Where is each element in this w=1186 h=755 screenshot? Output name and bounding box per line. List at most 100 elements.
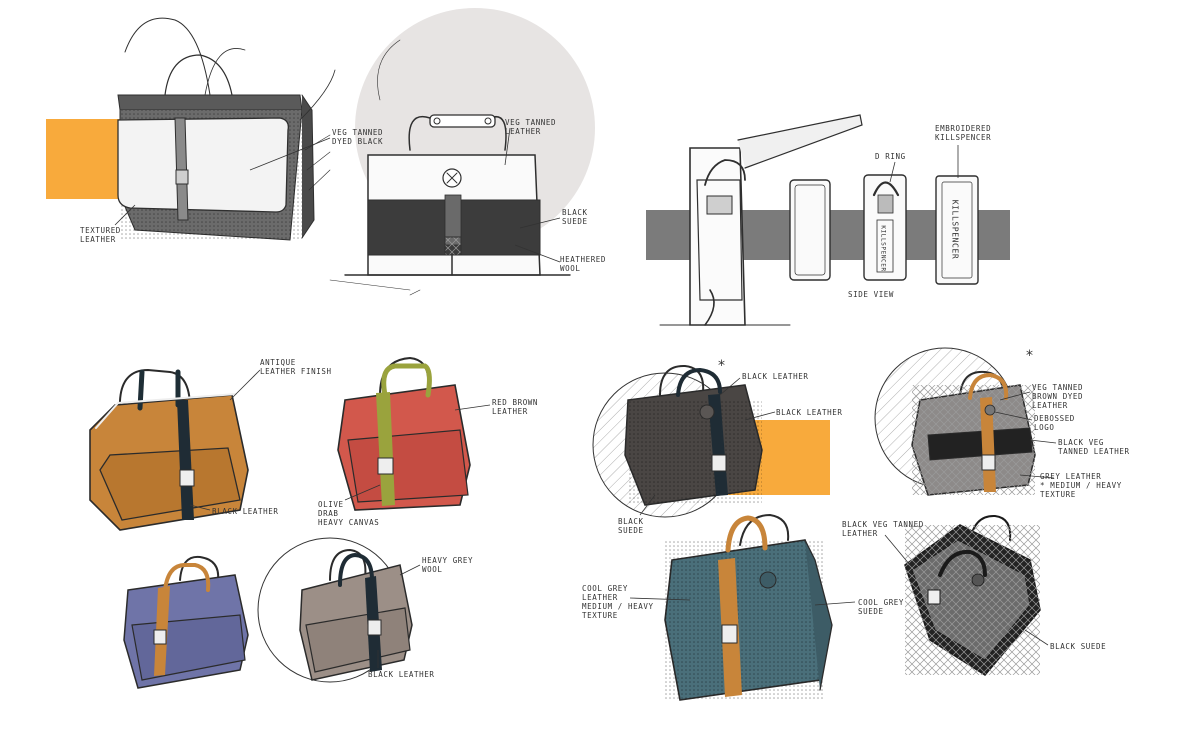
note-black-leather-1: BLACK LEATHER bbox=[212, 507, 279, 516]
star-mark-2: * bbox=[1026, 348, 1033, 364]
sketch-textured-bag bbox=[117, 17, 336, 241]
note-line: VEG TANNED bbox=[505, 118, 557, 127]
leader-black-veg-2 bbox=[884, 534, 911, 566]
note-line: SUEDE bbox=[618, 526, 644, 535]
sketch-charcoal-bag bbox=[624, 364, 763, 506]
note-line: HEAVY CANVAS bbox=[318, 518, 380, 527]
leader-olive bbox=[344, 484, 381, 501]
note-black-veg-tanned-1: BLACK VEG TANNED LEATHER bbox=[1058, 438, 1130, 456]
note-line: COOL GREY bbox=[858, 598, 905, 607]
note-line: BROWN DYED bbox=[1032, 392, 1084, 401]
note-line: BLACK VEG bbox=[1058, 438, 1105, 447]
note-line: LOGO bbox=[1034, 423, 1055, 432]
note-line: SUEDE bbox=[858, 607, 884, 616]
note-black-leather-4: BLACK LEATHER bbox=[776, 408, 843, 417]
sketch-tan-bag bbox=[89, 368, 249, 531]
note-veg-tanned-brown: VEG TANNED BROWN DYED LEATHER bbox=[1032, 383, 1083, 410]
note-line: ANTIQUE bbox=[260, 358, 296, 367]
note-line: HEAVY GREY bbox=[422, 556, 474, 565]
note-line: DYED BLACK bbox=[332, 137, 384, 146]
note-line: BLACK bbox=[562, 208, 588, 217]
note-red-brown: RED BROWN LEATHER bbox=[492, 398, 538, 416]
note-heavy-grey-wool: HEAVY GREY WOOL bbox=[422, 556, 473, 574]
note-line: LEATHER bbox=[842, 529, 878, 538]
note-veg-tanned-dyed-black: VEG TANNED DYED BLACK bbox=[332, 128, 383, 146]
note-line: BLACK LEATHER bbox=[742, 372, 809, 381]
leader-debossed bbox=[994, 411, 1033, 421]
leader-vegtan-brown bbox=[999, 391, 1031, 401]
star-mark-1: * bbox=[718, 358, 725, 374]
note-black-veg-tanned-2: BLACK VEG TANNED LEATHER bbox=[842, 520, 924, 538]
leader-vegtan-leather bbox=[504, 127, 511, 166]
note-line: VEG TANNED bbox=[1032, 383, 1084, 392]
sketch-black-bag bbox=[904, 514, 1041, 676]
note-side-view: SIDE VIEW bbox=[848, 290, 894, 299]
note-embroidered-killspencer: EMBROIDERED KILLSPENCER bbox=[935, 124, 991, 142]
note-black-suede-2: BLACK SUEDE bbox=[618, 517, 644, 535]
leader-antique bbox=[229, 369, 261, 401]
leader-heavy-grey bbox=[399, 564, 421, 576]
note-d-ring: D RING bbox=[875, 152, 906, 161]
leader-cool-grey bbox=[629, 597, 691, 601]
accent-block-left bbox=[46, 119, 126, 199]
note-black-leather-2: BLACK LEATHER bbox=[368, 670, 435, 679]
note-line: TEXTURE bbox=[1040, 490, 1076, 499]
note-line: BLACK LEATHER bbox=[776, 408, 843, 417]
note-line: BLACK LEATHER bbox=[368, 670, 435, 679]
note-line: TEXTURED bbox=[80, 226, 121, 235]
leader-black-leather-3 bbox=[719, 377, 741, 396]
note-line: D RING bbox=[875, 152, 906, 161]
note-black-suede-3: BLACK SUEDE bbox=[1050, 642, 1106, 651]
leader-black-leather-1 bbox=[189, 504, 211, 511]
leader-textured bbox=[114, 204, 136, 226]
note-line: BLACK SUEDE bbox=[1050, 642, 1107, 651]
leader-d-ring bbox=[889, 161, 896, 183]
note-line: HEATHERED bbox=[560, 255, 607, 264]
note-line: LEATHER bbox=[505, 127, 541, 136]
leader-black-leather-4 bbox=[744, 411, 776, 421]
note-antique-leather: ANTIQUE LEATHER FINISH bbox=[260, 358, 332, 376]
note-line: LEATHER bbox=[1032, 401, 1068, 410]
note-line: LEATHER bbox=[492, 407, 528, 416]
leader-cool-grey-suede bbox=[814, 601, 856, 606]
strap-text-2: KILLSPENCER bbox=[950, 200, 959, 260]
note-line: BLACK bbox=[618, 517, 644, 526]
note-debossed-logo: DEBOSSED LOGO bbox=[1034, 414, 1075, 432]
sketch-teal-bag bbox=[664, 513, 833, 701]
note-black-leather-3: BLACK LEATHER bbox=[742, 372, 809, 381]
leader-heathered-wool bbox=[514, 244, 561, 263]
note-line: RED BROWN bbox=[492, 398, 539, 407]
note-line: TANNED LEATHER bbox=[1058, 447, 1130, 456]
note-line: COOL GREY bbox=[582, 584, 629, 593]
note-line: KILLSPENCER bbox=[935, 133, 992, 142]
strap-text-1: KILLSPENCER bbox=[879, 225, 888, 271]
leader-black-veg bbox=[1029, 439, 1057, 444]
leader-red-brown bbox=[454, 404, 491, 411]
note-line: DEBOSSED bbox=[1034, 414, 1075, 423]
note-olive-drab: OLIVE DRAB HEAVY CANVAS bbox=[318, 500, 379, 527]
note-line: KILLSPENCER bbox=[879, 225, 887, 272]
note-cool-grey-leather: COOL GREY LEATHER MEDIUM / HEAVY TEXTURE bbox=[582, 584, 654, 620]
note-line: MEDIUM / HEAVY bbox=[582, 602, 654, 611]
note-cool-grey-suede: COOL GREY SUEDE bbox=[858, 598, 904, 616]
sketch-suede-bag bbox=[329, 39, 571, 296]
note-veg-tanned-leather: VEG TANNED LEATHER bbox=[505, 118, 556, 136]
note-line: GREY LEATHER bbox=[1040, 472, 1102, 481]
note-line: KILLSPENCER bbox=[950, 199, 960, 260]
note-line: DRAB bbox=[318, 509, 339, 518]
leader-vegtan-black bbox=[249, 137, 331, 171]
sketch-strap-detail bbox=[646, 114, 1010, 326]
leader-black-suede-2 bbox=[639, 494, 656, 516]
sketch-grey-bag bbox=[911, 370, 1036, 496]
leader-grey-leather bbox=[1019, 474, 1055, 479]
note-line: TEXTURE bbox=[582, 611, 618, 620]
note-black-suede: BLACK SUEDE bbox=[562, 208, 588, 226]
note-line: LEATHER bbox=[582, 593, 618, 602]
leader-black-suede-3 bbox=[1024, 629, 1049, 646]
note-line: LEATHER FINISH bbox=[260, 367, 332, 376]
note-line: VEG TANNED bbox=[332, 128, 384, 137]
note-textured-leather: TEXTURED LEATHER bbox=[80, 226, 121, 244]
note-line: BLACK VEG TANNED bbox=[842, 520, 924, 529]
note-heathered-wool: HEATHERED WOOL bbox=[560, 255, 606, 273]
